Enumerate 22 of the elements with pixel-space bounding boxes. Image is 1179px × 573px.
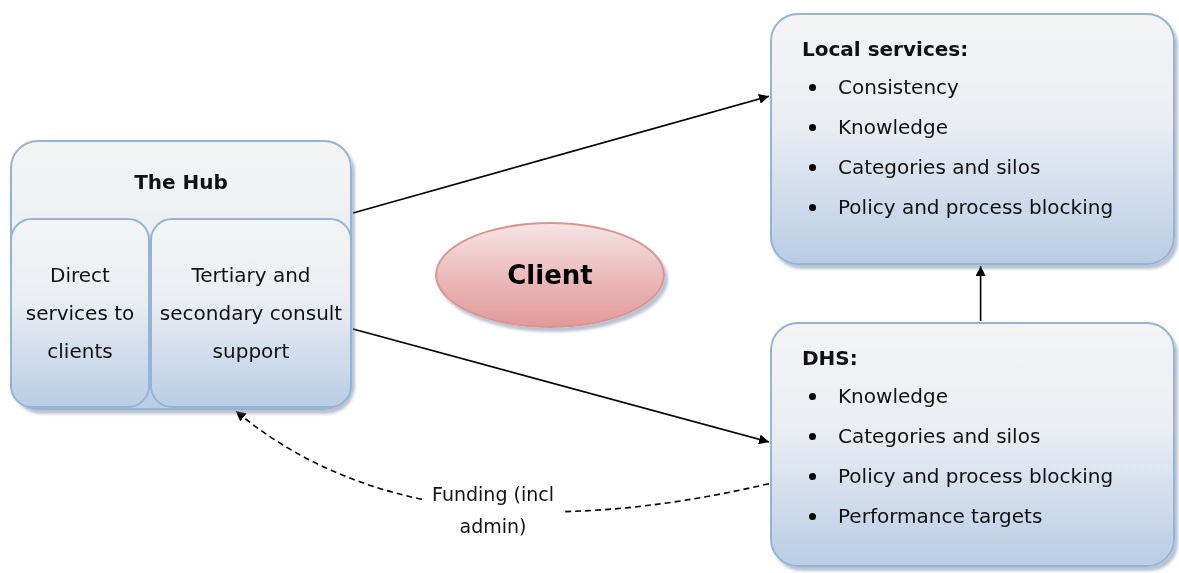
box-text: Direct services to clients (24, 262, 136, 365)
bullet-item: Policy and process blocking (772, 187, 1114, 227)
rounded-box (10, 218, 150, 408)
box-heading: DHS: (802, 346, 858, 370)
bullet-item: Knowledge (772, 107, 948, 147)
bullet-item: Categories and silos (772, 147, 1041, 187)
bullet-item: Policy and process blocking (772, 456, 1114, 496)
box-heading: Local services: (802, 37, 969, 61)
rounded-box (770, 13, 1175, 265)
rounded-box (770, 322, 1175, 567)
arrow (352, 328, 770, 445)
rounded-box (10, 140, 352, 410)
node-label: Client (507, 260, 593, 290)
rounded-box (150, 218, 352, 408)
bullet-item: Consistency (772, 67, 959, 107)
arrow (352, 94, 770, 214)
bullet-item: Knowledge (772, 376, 948, 416)
box-text: Tertiary and secondary consult support (158, 262, 344, 365)
bullet-item: Categories and silos (772, 416, 1041, 456)
arrow (975, 265, 986, 322)
box-heading: The Hub (134, 170, 228, 194)
bullet-item: Performance targets (772, 496, 1043, 536)
